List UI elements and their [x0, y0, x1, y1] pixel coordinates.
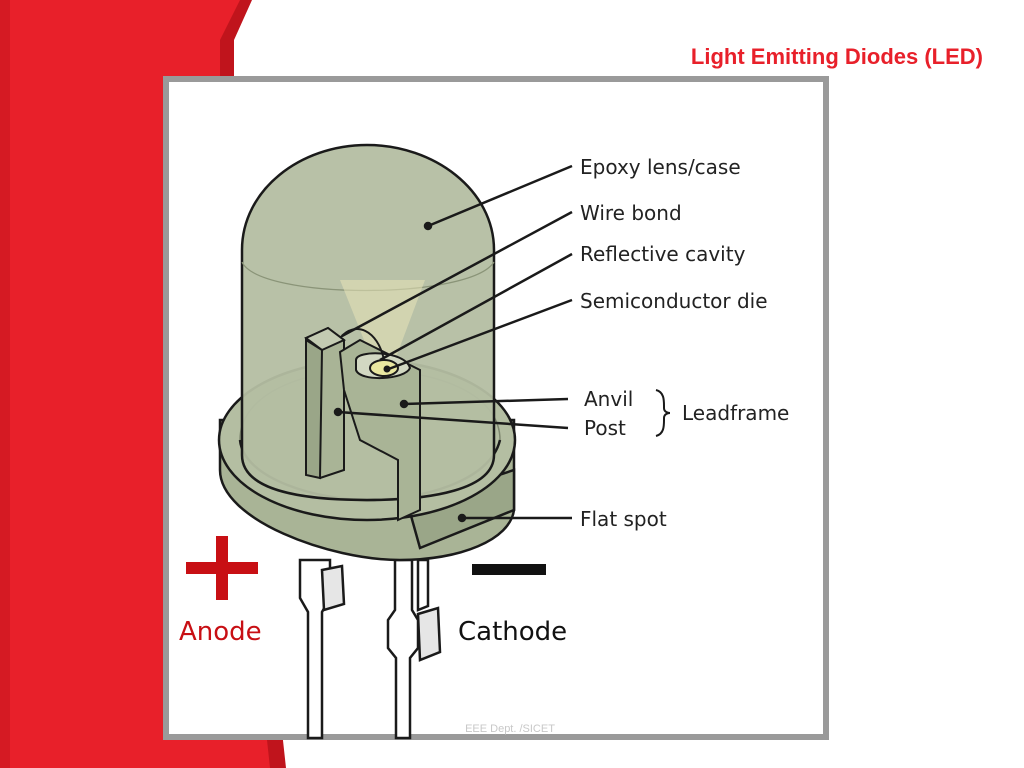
label-reflective-cavity: Reflective cavity: [580, 242, 746, 266]
label-leadframe: Leadframe: [682, 401, 789, 425]
plus-sign-icon: [186, 536, 258, 600]
led-figure-frame: Epoxy lens/case Wire bond Reflective cav…: [163, 76, 829, 740]
label-anvil: Anvil: [584, 387, 633, 411]
callout-lines: [333, 164, 573, 523]
leadframe-post: [304, 326, 346, 480]
red-band-highlight: [0, 0, 10, 768]
led-diagram: Epoxy lens/case Wire bond Reflective cav…: [179, 143, 789, 740]
label-epoxy: Epoxy lens/case: [580, 155, 741, 179]
label-cathode: Cathode: [458, 617, 567, 647]
label-anode: Anode: [179, 617, 262, 647]
leadframe-brace: [655, 389, 671, 437]
label-post: Post: [584, 416, 626, 440]
light-glow: [340, 280, 425, 360]
slide-footer: EEE Dept. /SICET: [465, 723, 555, 735]
label-semiconductor-die: Semiconductor die: [580, 289, 768, 313]
minus-sign-icon: [472, 564, 546, 575]
cathode-lead: [386, 558, 442, 740]
anode-lead: [298, 558, 346, 740]
label-wire-bond: Wire bond: [580, 201, 682, 225]
label-flat-spot: Flat spot: [580, 507, 667, 531]
slide-title: Light Emitting Diodes (LED): [690, 44, 983, 69]
